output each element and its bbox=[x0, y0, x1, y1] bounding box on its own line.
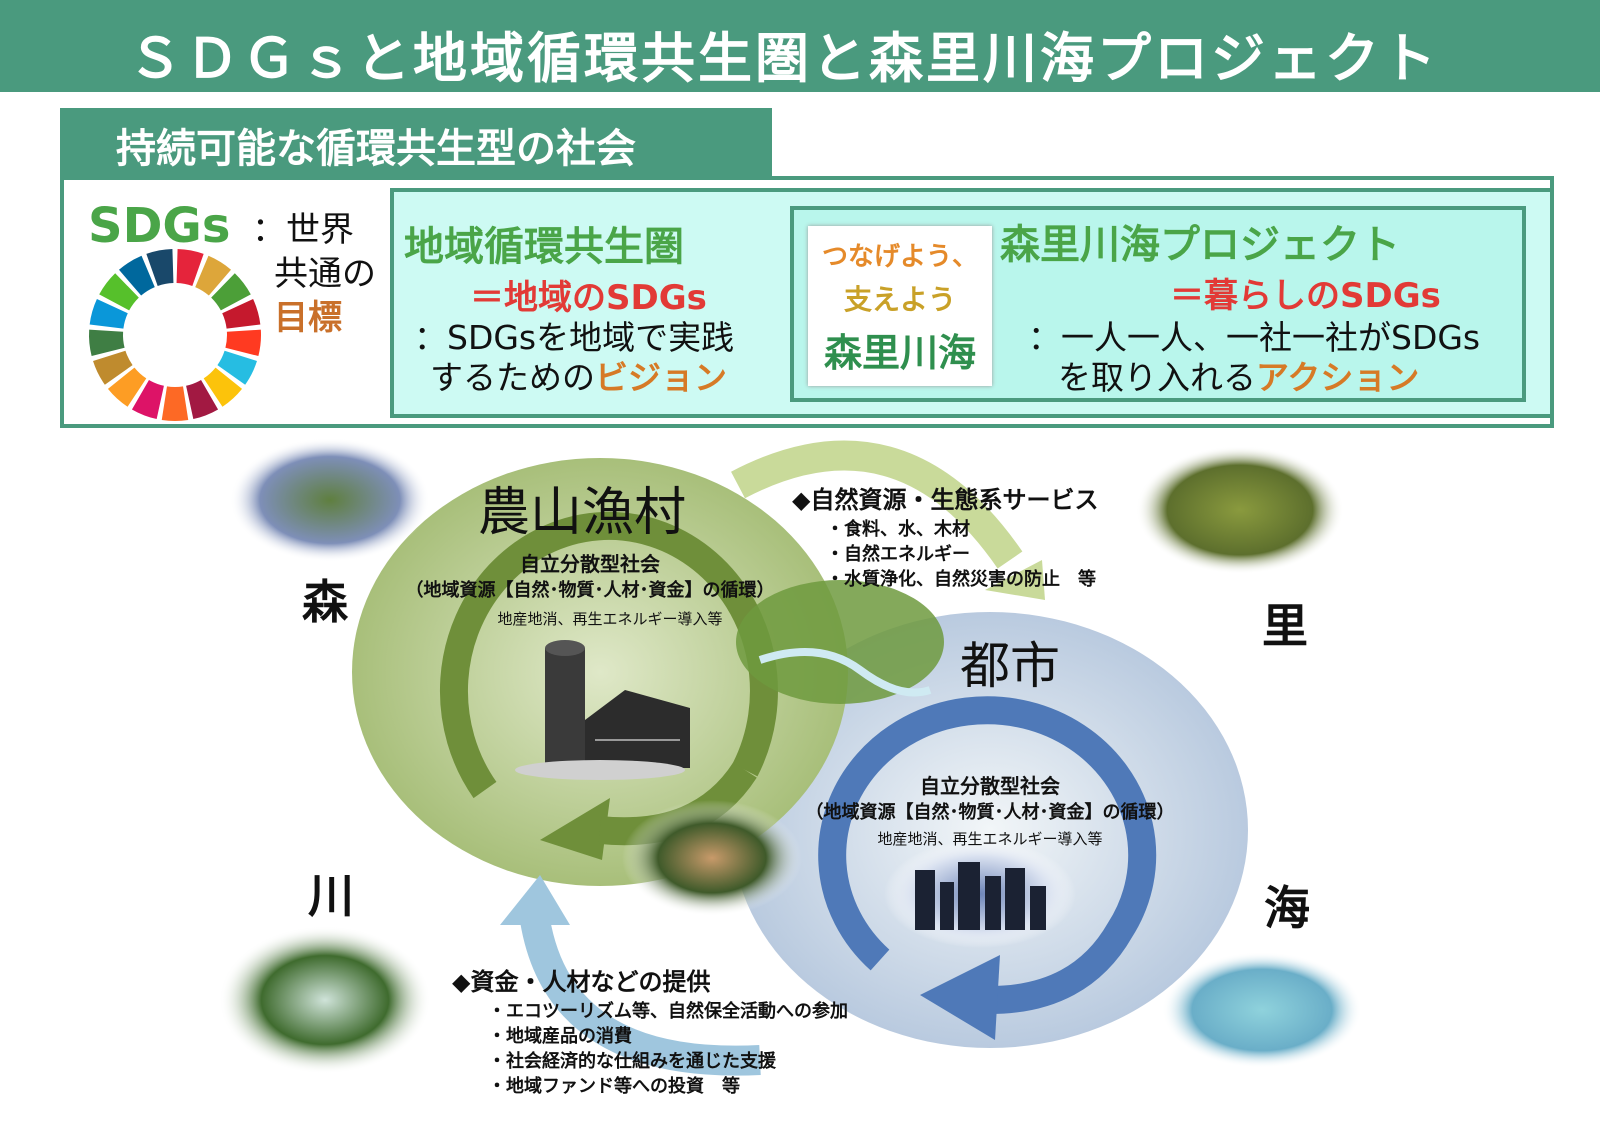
nature-flow-arrowhead bbox=[985, 560, 1045, 600]
header-bar bbox=[0, 0, 1600, 92]
vision-equation: ＝地域のSDGs bbox=[470, 278, 707, 318]
sdgs-wheel-segment bbox=[195, 255, 232, 296]
forest-label: 森 bbox=[302, 575, 348, 629]
action-desc-line2-pre: を取り入れる bbox=[1058, 358, 1256, 397]
urban-note: 地産地消、再生エネルギー導入等 bbox=[877, 830, 1103, 848]
vision-desc-line1: ：SDGsを地域で実践 bbox=[414, 318, 735, 357]
rural-note: 地産地消、再生エネルギー導入等 bbox=[497, 610, 723, 628]
forest-photo bbox=[230, 438, 430, 562]
action-desc-accent: アクション bbox=[1256, 358, 1420, 397]
river-photo bbox=[219, 926, 431, 1074]
rural-arrowhead bbox=[540, 798, 610, 860]
action-description: ：一人一人、一社一社がSDGs を取り入れるアクション bbox=[1028, 318, 1480, 398]
meadow-river bbox=[758, 648, 932, 697]
sdgs-wheel-segment bbox=[131, 380, 164, 420]
funding-flow-title: ◆資金・人材などの提供 bbox=[452, 968, 711, 996]
sdgs-desc-line1: ：世界 bbox=[252, 210, 354, 250]
sdgs-desc-line2: 共通の bbox=[274, 254, 376, 294]
action-desc-line2: を取り入れるアクション bbox=[1028, 358, 1480, 398]
sdgs-wheel-segment bbox=[225, 329, 261, 357]
sdgs-wheel-segment bbox=[146, 249, 174, 286]
sea-label: 海 bbox=[1264, 881, 1310, 935]
nature-flow-title: ◆自然資源・生態系サービス bbox=[792, 486, 1099, 514]
funding-flow-arrow bbox=[520, 917, 761, 1076]
urban-cycle-arrow bbox=[818, 696, 1157, 1014]
sdgs-wheel-segment bbox=[203, 367, 243, 407]
sdgs-label: SDGs bbox=[88, 198, 231, 254]
funding-flow-item: ・地域産品の消費 bbox=[488, 1026, 632, 1047]
section-title: 持続可能な循環共生型の社会 bbox=[116, 126, 636, 172]
urban-title: 都市 bbox=[960, 637, 1060, 695]
village-photo bbox=[1136, 446, 1344, 574]
sdgs-wheel-segment bbox=[107, 367, 147, 407]
sdgs-wheel-segment bbox=[186, 380, 219, 420]
funding-flow-item: ・地域ファンド等への投資 等 bbox=[488, 1076, 740, 1097]
sdgs-wheel-segment bbox=[93, 350, 133, 385]
vision-title: 地域循環共生圏 bbox=[404, 224, 684, 270]
nature-flow-item: ・水質浄化、自然災害の防止 等 bbox=[826, 569, 1096, 590]
rural-society: 自立分散型社会 bbox=[520, 552, 660, 576]
rural-resources: （地域資源【自然･物質･人材･資金】の循環） bbox=[405, 580, 775, 601]
sdgs-wheel-segment bbox=[99, 273, 139, 311]
page-title: ＳＤＧｓと地域循環共生圏と森里川海プロジェクト bbox=[128, 27, 1439, 90]
urban-resources: （地域資源【自然･物質･人材･資金】の循環） bbox=[805, 802, 1175, 823]
meadow-photo bbox=[736, 580, 944, 704]
nature-flow-item: ・自然エネルギー bbox=[826, 544, 970, 565]
sdgs-desc-accent: 目標 bbox=[274, 298, 342, 338]
barn-icon bbox=[515, 640, 690, 780]
nature-flow-list: ◆自然資源・生態系サービス ・食料、水、木材 ・自然エネルギー ・水質浄化、自然… bbox=[792, 480, 1098, 592]
vision-desc-line2-pre: するための bbox=[430, 358, 595, 397]
action-title: 森里川海プロジェクト bbox=[1000, 222, 1400, 268]
project-logo: つなげよう、 支えよう 森里川海 bbox=[808, 226, 992, 386]
sea-photo bbox=[1162, 952, 1362, 1068]
logo-line2: 支えよう bbox=[843, 283, 956, 316]
sdgs-wheel-segment bbox=[211, 273, 251, 311]
sdgs-wheel-segment bbox=[176, 249, 204, 286]
vision-desc-accent: ビジョン bbox=[595, 358, 727, 397]
vision-desc-line2: するためのビジョン bbox=[414, 358, 734, 398]
action-desc-line1: ：一人一人、一社一社がSDGs bbox=[1028, 318, 1481, 357]
sdgs-wheel-segment bbox=[217, 350, 257, 385]
city-skyline-icon bbox=[915, 862, 1046, 930]
sdgs-wheel-segment bbox=[222, 298, 261, 329]
road-photo bbox=[622, 800, 802, 916]
vision-description: ：SDGsを地域で実践 するためのビジョン bbox=[414, 318, 734, 398]
sdgs-wheel-segment bbox=[89, 298, 128, 329]
logo-line1: つなげよう、 bbox=[821, 242, 978, 272]
sdgs-wheel-segment bbox=[161, 386, 189, 421]
sdgs-wheel-segment bbox=[89, 329, 125, 357]
urban-arrowhead bbox=[920, 955, 1000, 1040]
funding-flow-arrowhead bbox=[500, 875, 570, 925]
funding-flow-item: ・エコツーリズム等、自然保全活動への参加 bbox=[488, 1001, 848, 1022]
sdgs-wheel-segment bbox=[118, 255, 155, 296]
funding-flow-list: ◆資金・人材などの提供 ・エコツーリズム等、自然保全活動への参加 ・地域産品の消… bbox=[452, 962, 848, 1099]
sdgs-description: ：世界 共通の 目標 bbox=[252, 208, 376, 340]
village-label: 里 bbox=[1262, 599, 1308, 653]
nature-flow-arrow bbox=[731, 440, 1023, 569]
funding-flow-item: ・社会経済的な仕組みを通じた支援 bbox=[488, 1051, 776, 1072]
section-tab bbox=[60, 108, 772, 176]
action-equation: ＝暮らしのSDGs bbox=[1170, 276, 1441, 316]
sdgs-wheel-icon bbox=[89, 249, 261, 421]
river-label: 川 bbox=[308, 869, 354, 923]
rural-title: 農山漁村 bbox=[478, 483, 687, 543]
logo-line3: 森里川海 bbox=[823, 331, 976, 375]
urban-society: 自立分散型社会 bbox=[920, 774, 1060, 798]
nature-flow-item: ・食料、水、木材 bbox=[826, 519, 970, 540]
